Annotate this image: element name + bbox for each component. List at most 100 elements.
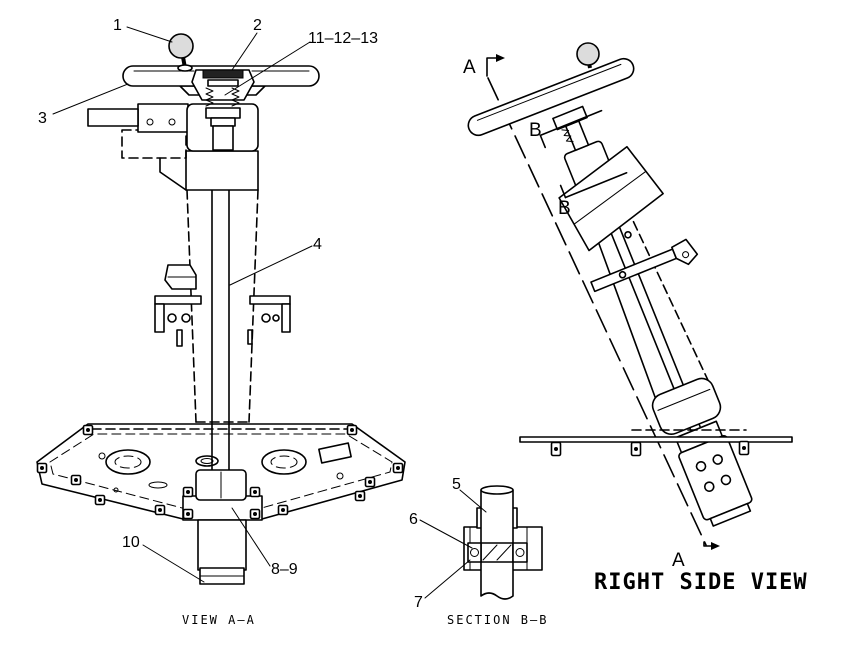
section-b-b: 5 6 7 SECTION B–B	[409, 476, 546, 627]
leader-8-9	[231, 507, 271, 567]
section-shaft-top	[480, 485, 514, 495]
bearing-left	[467, 542, 482, 563]
section-cut-b-bottom	[564, 171, 628, 199]
floor-plate-cover	[318, 442, 352, 464]
callout-3: 3	[38, 110, 47, 127]
floor-plate-hole	[98, 452, 106, 460]
side-tube-edge	[595, 235, 660, 407]
section-arrow-a-top	[486, 57, 497, 77]
side-valve-port	[703, 481, 715, 492]
section-line-a-a	[487, 77, 707, 546]
bolt-center	[358, 494, 362, 498]
side-valve-port	[712, 454, 723, 465]
leader-11-12-13	[224, 41, 311, 96]
callout-10: 10	[122, 534, 140, 551]
leader-4	[229, 245, 313, 286]
floor-plate-hole	[113, 487, 119, 493]
floor-plate-port-right	[261, 449, 307, 475]
bolt-center	[634, 447, 638, 451]
bolt-center	[74, 478, 78, 482]
side-wheel-rim-line	[476, 63, 622, 121]
floor-plate-port-left	[105, 449, 151, 475]
callout-4: 4	[313, 236, 322, 253]
bracket-left-pin	[176, 329, 183, 347]
side-console-web	[159, 157, 187, 191]
side-valve-cap	[709, 502, 752, 527]
bolt-center	[742, 446, 746, 450]
bolt-center	[86, 428, 90, 432]
floor-plate-port-right-inner	[270, 455, 298, 469]
section-cut-b-top	[539, 109, 603, 137]
spinner-knob	[168, 33, 194, 59]
right-side-view-title: RIGHT SIDE VIEW	[594, 570, 808, 595]
bearing-right	[512, 542, 528, 563]
bracket-right-bolt	[261, 313, 271, 323]
bracket-right-bolt	[272, 314, 280, 322]
marker-b-top: B	[529, 120, 542, 141]
callout-6: 6	[409, 511, 418, 528]
leader-10	[142, 544, 205, 583]
section-hatch	[496, 544, 512, 561]
lower-housing-box	[185, 150, 259, 191]
side-spinner-knob	[576, 42, 600, 66]
horn-cap	[202, 69, 244, 79]
steering-valve-cylinder	[197, 519, 247, 571]
bolt-center	[186, 512, 190, 516]
side-shroud	[558, 145, 664, 252]
leader-5	[459, 489, 487, 513]
section-arrow-a-bottom	[703, 541, 713, 547]
callout-11-12-13: 11–12–13	[308, 30, 378, 47]
side-bracket-hole	[146, 118, 154, 126]
floor-plate-side	[519, 436, 793, 443]
right-side-view: A B B A RIGHT SIDE VIEW	[463, 42, 808, 595]
side-hub-spring	[561, 129, 574, 143]
bracket-left-bolt	[167, 313, 177, 323]
marker-a-bottom: A	[672, 550, 685, 571]
hub-spring-right	[231, 87, 240, 107]
side-bracket-tab	[671, 238, 699, 266]
side-bracket-hole	[682, 251, 690, 259]
column-tube-right-edge	[248, 189, 259, 423]
side-bracket-bolt	[618, 270, 627, 279]
bearing-ball-right	[515, 548, 525, 557]
side-bracket	[137, 103, 189, 133]
bracket-right-pin	[247, 329, 253, 345]
floor-plate-hole	[336, 472, 344, 480]
floor-plate-port-left-inner	[114, 455, 142, 469]
shaft-spline	[212, 125, 234, 151]
bolt-center	[368, 480, 372, 484]
side-valve-port	[720, 474, 732, 486]
leader-1	[126, 26, 173, 43]
bolt-center	[186, 490, 190, 494]
section-cut-b-tick	[559, 184, 567, 199]
side-valve-port	[695, 460, 707, 472]
callout-1: 1	[113, 17, 122, 34]
side-shroud-line	[573, 171, 647, 225]
side-steering-wheel	[467, 57, 635, 137]
callout-2: 2	[253, 17, 262, 34]
marker-a-top: A	[463, 57, 476, 78]
hub-spring-left	[205, 87, 214, 107]
bolt-center	[40, 466, 44, 470]
side-console-hidden	[121, 129, 187, 159]
bolt-center	[350, 428, 354, 432]
leader-6	[419, 519, 473, 549]
floor-plate-slot-center	[195, 455, 219, 467]
bearing-ball-left	[470, 548, 479, 557]
bracket-right-bar	[249, 295, 291, 305]
callout-5: 5	[452, 476, 461, 493]
bolt-center	[253, 490, 257, 494]
callout-7: 7	[414, 594, 423, 611]
side-plate-bolts	[550, 440, 750, 457]
bolt-center	[554, 447, 558, 451]
callout-8-9: 8–9	[271, 561, 298, 578]
floor-plate-slot-inner	[200, 458, 214, 464]
floor-plate-inner-edge	[49, 433, 393, 510]
leader-2	[231, 32, 258, 71]
tilted-column	[539, 105, 753, 527]
side-column-bolt	[624, 230, 632, 239]
hub-washer	[210, 117, 236, 127]
bolt-center	[396, 466, 400, 470]
spinner-knob-base	[177, 64, 193, 72]
